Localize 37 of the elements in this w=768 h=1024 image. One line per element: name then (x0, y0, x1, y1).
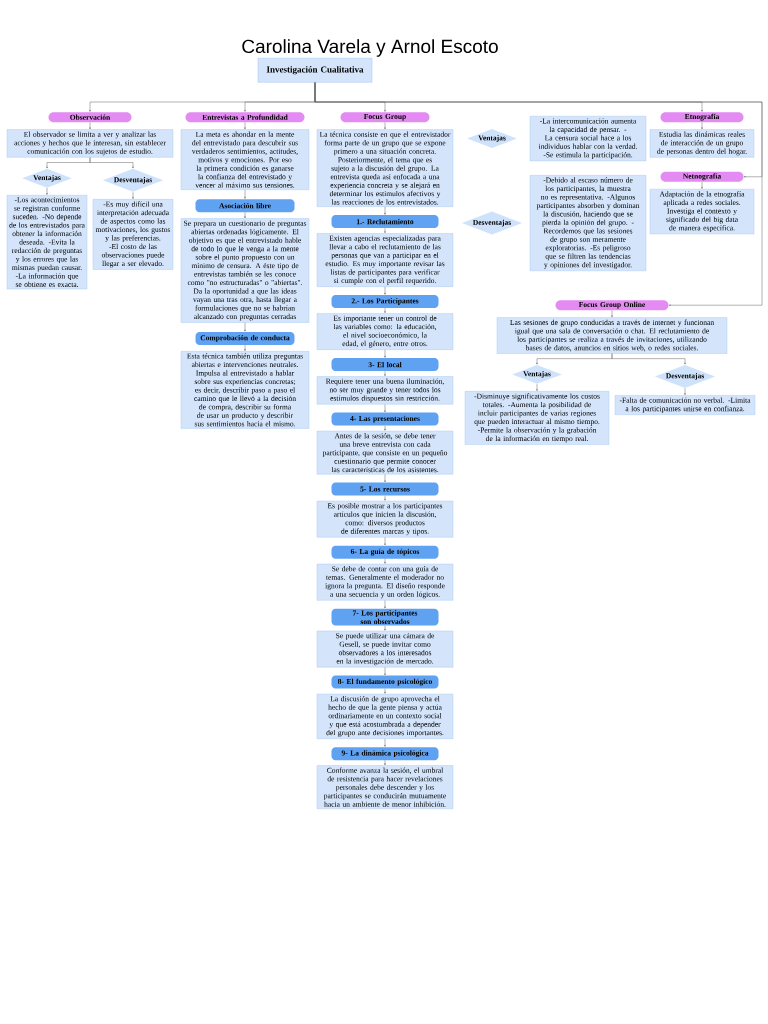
arrow (132, 191, 134, 199)
arrow (701, 122, 703, 130)
arrow (384, 600, 386, 609)
arrow (384, 558, 386, 564)
arrow (384, 495, 386, 501)
arrow (244, 344, 246, 351)
title: Carolina Varela y Arnol Escoto (242, 39, 498, 57)
arrow (384, 228, 386, 233)
arrow (384, 537, 386, 546)
arrow (384, 688, 386, 694)
arrow (244, 189, 246, 199)
arrow (384, 474, 386, 483)
arrow (611, 310, 613, 318)
arrow (384, 122, 386, 130)
arrow (536, 383, 538, 391)
arrow (611, 353, 686, 365)
arrow (384, 371, 386, 376)
arrow (89, 122, 91, 130)
arrow (244, 212, 246, 219)
arrow (684, 388, 686, 395)
arrow (384, 349, 386, 358)
arrow (384, 625, 386, 631)
arrow (384, 206, 386, 215)
arrow (244, 122, 246, 130)
arrow (384, 738, 386, 747)
arrow (384, 760, 386, 766)
arrow (314, 82, 763, 178)
arrow (384, 425, 386, 431)
arrow (244, 322, 246, 332)
arrow (384, 667, 386, 676)
arrow (89, 157, 134, 169)
arrow (46, 187, 48, 195)
title-box: Investigación Cualitativa (257, 58, 373, 83)
arrow (384, 404, 386, 413)
arrow (384, 286, 386, 295)
arrow (384, 308, 386, 313)
arrow (701, 181, 703, 189)
